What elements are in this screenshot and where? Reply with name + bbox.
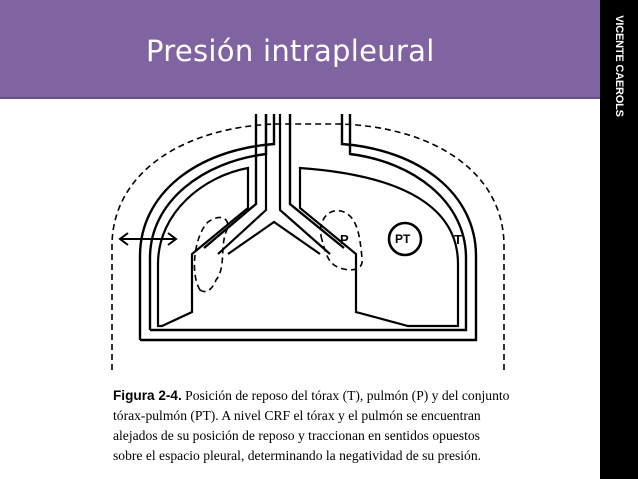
trachea-left	[203, 114, 258, 249]
title-bar: Presión intrapleural	[0, 0, 600, 99]
outer-dashed-boundary	[111, 123, 505, 370]
left-lung-rest-dashed	[193, 216, 229, 293]
bronchi-inner	[217, 114, 331, 255]
caption-line-1-text: Posición de reposo del tórax (T), pulmón…	[181, 388, 510, 403]
side-label: VICENTE CAEROLS	[613, 15, 625, 117]
label-pt: PT	[395, 232, 411, 246]
lung-diagram-svg	[111, 114, 505, 370]
side-bar	[600, 0, 638, 479]
slide-title: Presión intrapleural	[146, 34, 435, 68]
caption-line-1: Figura 2-4. Posición de reposo del tórax…	[113, 386, 593, 406]
caption-line-4: sobre el espacio pleural, determinando l…	[113, 448, 482, 463]
trachea-right	[288, 114, 345, 249]
thorax-wall-outer	[138, 114, 478, 342]
double-arrow-right-head	[167, 232, 178, 246]
right-lung-rest-dashed	[319, 209, 363, 271]
double-arrow-left-head	[118, 232, 129, 246]
label-p: P	[340, 232, 349, 247]
caption-heading: Figura 2-4.	[113, 388, 182, 403]
figure-caption: Figura 2-4. Posición de reposo del tórax…	[113, 386, 593, 466]
pt-circle	[387, 221, 423, 257]
thorax-wall-inner	[148, 114, 468, 332]
caption-line-3: alejados de su posición de reposo y trac…	[113, 428, 480, 443]
right-lung-outline	[298, 166, 460, 328]
lung-diagram: P PT T	[108, 108, 508, 376]
caption-line-2: tórax-pulmón (PT). A nivel CRF el tórax …	[113, 408, 481, 423]
label-t: T	[454, 232, 462, 247]
left-lung-outline	[156, 166, 250, 328]
